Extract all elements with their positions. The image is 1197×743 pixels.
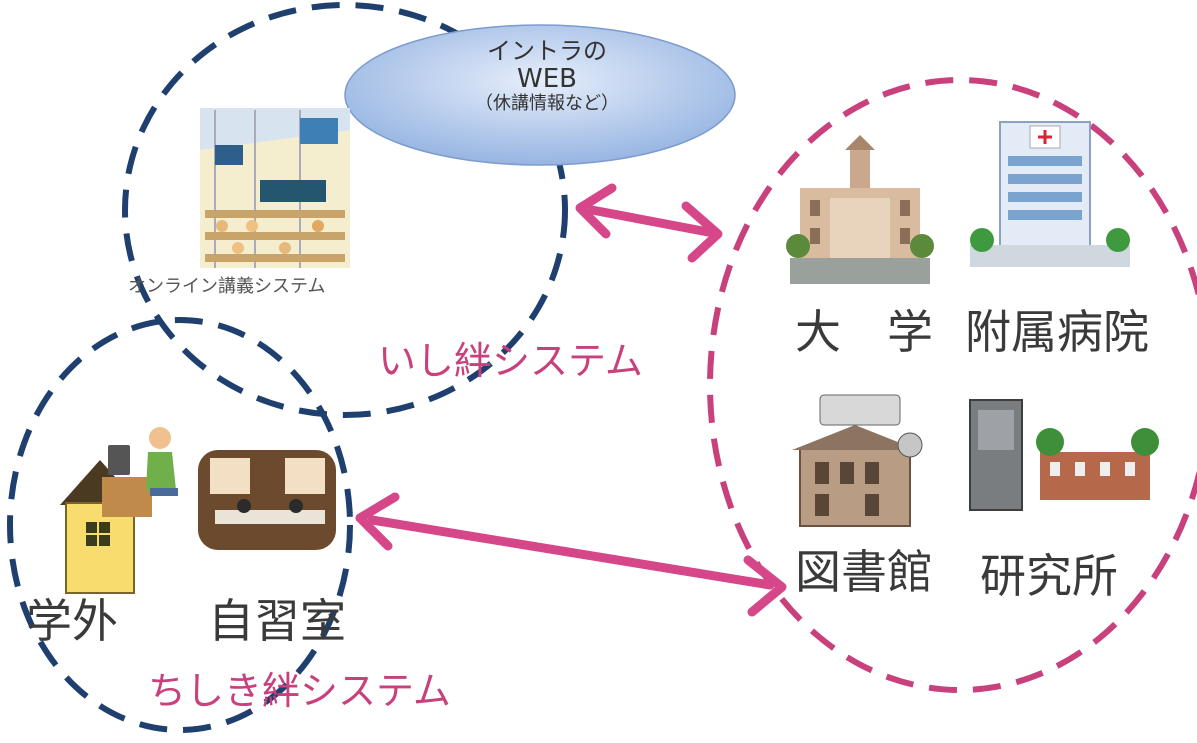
chishiki-kizuna-circle: [7, 317, 353, 733]
library-label: 図書館: [795, 545, 933, 599]
university-building-illustration: [786, 135, 934, 284]
outside-label: 学外: [26, 594, 118, 648]
person-at-pc-illustration: [102, 427, 178, 517]
online-lecture-label: オンライン講義システム: [128, 276, 326, 297]
ishi-kizuna-system-title: いし絆システム: [378, 339, 643, 383]
university-label: 大 学: [795, 305, 933, 359]
lecture-hall-illustration: [200, 108, 350, 268]
ishi-kizuna-circle: [122, 2, 568, 418]
research-institute-label: 研究所: [980, 549, 1118, 603]
arrow-ishi-to-facilities: [575, 183, 723, 263]
intranet-web-line3: （休講情報など）: [475, 92, 619, 114]
hospital-label: 附属病院: [965, 305, 1149, 359]
arrow-chishiki-to-facilities: [355, 492, 787, 617]
chishiki-kizuna-system-title: ちしき絆システム: [148, 669, 451, 713]
intranet-web-line1: イントラの: [487, 37, 607, 65]
research-institute-illustration: [969, 399, 1159, 511]
intranet-web-label: イントラの WEB （休講情報など）: [372, 38, 722, 114]
library-illustration: [792, 394, 923, 527]
intranet-web-line2: WEB: [517, 63, 577, 94]
self-study-room-photo: [198, 450, 336, 550]
intranet-web-ellipse: [344, 24, 736, 166]
facilities-circle: [707, 77, 1197, 693]
self-study-label: 自習室: [208, 594, 346, 648]
hospital-building-illustration: [970, 121, 1130, 267]
